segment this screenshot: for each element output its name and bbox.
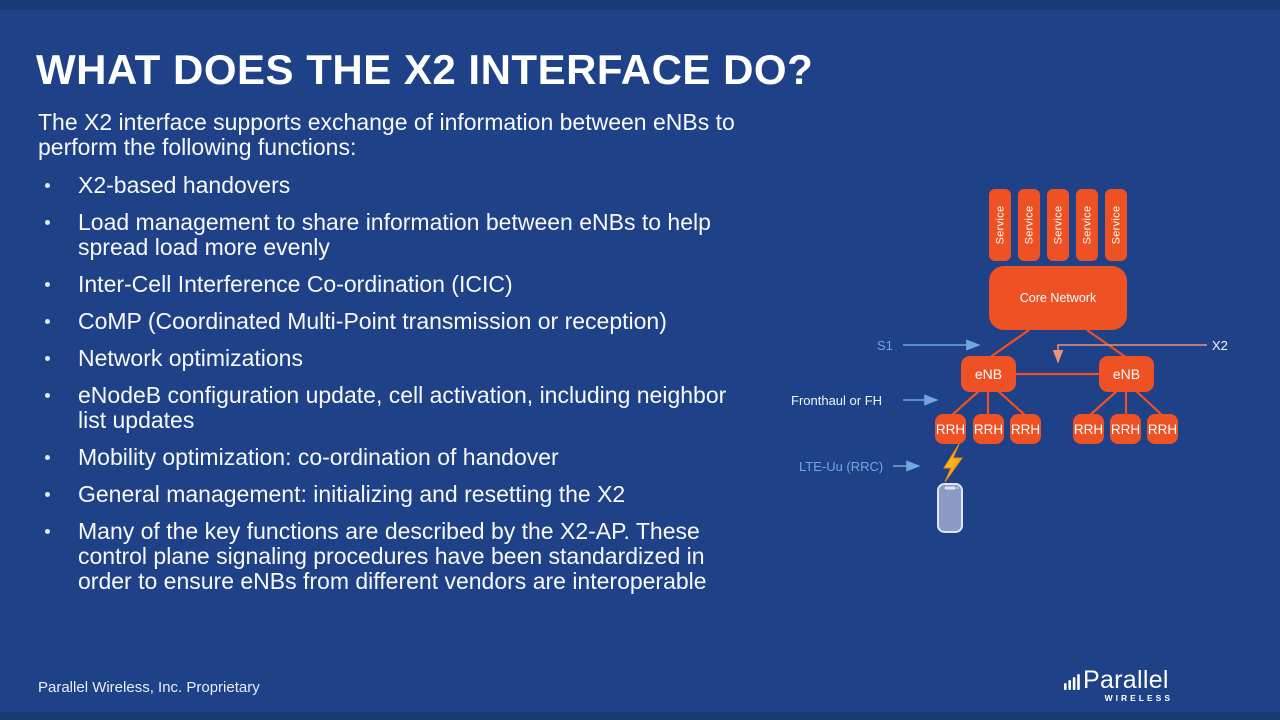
bullet-text: Load management to share information bet… (78, 209, 711, 260)
service-box: Service (1105, 189, 1127, 261)
service-box: Service (1018, 189, 1040, 261)
rrh-box: RRH (935, 414, 966, 444)
intro-text: The X2 interface supports exchange of in… (38, 109, 735, 160)
bullet-text: Inter-Cell Interference Co-ordination (I… (78, 271, 513, 297)
proprietary-footer: Parallel Wireless, Inc. Proprietary (38, 679, 260, 696)
bullet-text: CoMP (Coordinated Multi-Point transmissi… (78, 308, 667, 334)
bullet-item: Many of the key functions are described … (38, 519, 750, 594)
bullet-text: X2-based handovers (78, 172, 291, 198)
bullet-item: CoMP (Coordinated Multi-Point transmissi… (38, 309, 750, 334)
service-label: Service (994, 205, 1006, 245)
bullet-dot (45, 282, 50, 287)
bullet-text: Mobility optimization: co-ordination of … (78, 444, 559, 470)
bullet-item: General management: initializing and res… (38, 482, 750, 507)
bullet-text: eNodeB configuration update, cell activa… (78, 382, 727, 433)
enb-to-rrh-line (950, 389, 981, 417)
logo-sub-brand-text: WIRELESS (1104, 693, 1173, 703)
bullet-dot (45, 492, 50, 497)
bullet-text: Network optimizations (78, 345, 303, 371)
enb-box-right: eNB (1099, 356, 1154, 392)
enb-box-left: eNB (961, 356, 1016, 392)
bullet-dot (45, 356, 50, 361)
bottom-edge-band (0, 712, 1280, 720)
core-network-box: Core Network (989, 266, 1127, 330)
logo-brand-text: Parallel (1083, 666, 1169, 694)
rrh-box: RRH (1147, 414, 1178, 444)
rrh-box: RRH (1073, 414, 1104, 444)
bullet-dot (45, 529, 50, 534)
x2-label: X2 (1212, 338, 1228, 353)
enb-to-rrh-line (1088, 389, 1119, 417)
service-label: Service (1110, 205, 1122, 245)
bullet-dot (45, 220, 50, 225)
signal-bars-icon (1064, 674, 1080, 690)
s1-label: S1 (877, 338, 893, 353)
lightning-icon (943, 443, 963, 483)
service-box: Service (1047, 189, 1069, 261)
bullet-item: Load management to share information bet… (38, 210, 750, 260)
top-edge-band (0, 0, 1280, 10)
parallel-wireless-logo: Parallel WIRELESS (1064, 667, 1174, 703)
body-text-column: The X2 interface supports exchange of in… (38, 110, 750, 606)
service-label: Service (1023, 205, 1035, 245)
bullet-item: Inter-Cell Interference Co-ordination (I… (38, 272, 750, 297)
bullet-item: eNodeB configuration update, cell activa… (38, 383, 750, 433)
bullet-dot (45, 393, 50, 398)
fronthaul-label: Fronthaul or FH (791, 393, 883, 408)
bullet-item: X2-based handovers (38, 173, 750, 198)
rrh-box: RRH (1010, 414, 1041, 444)
bullet-dot (45, 455, 50, 460)
lte-uu-label: LTE-Uu (RRC) (799, 459, 884, 474)
service-box: Service (989, 189, 1011, 261)
bullet-text: Many of the key functions are described … (78, 518, 707, 594)
slide-title: WHAT DOES THE X2 INTERFACE DO? (36, 46, 814, 93)
core-to-left-enb-line (988, 329, 1030, 359)
rrh-box: RRH (1110, 414, 1141, 444)
service-box: Service (1076, 189, 1098, 261)
bullet-dot (45, 183, 50, 188)
enb-to-rrh-line (996, 389, 1027, 417)
enb-to-rrh-line (1134, 389, 1164, 417)
service-label: Service (1081, 205, 1093, 245)
bullet-text: General management: initializing and res… (78, 481, 626, 507)
bullet-item: Network optimizations (38, 346, 750, 371)
service-label: Service (1052, 205, 1064, 245)
smartphone-icon (937, 483, 963, 533)
core-to-right-enb-line (1086, 329, 1128, 359)
bullet-item: Mobility optimization: co-ordination of … (38, 445, 750, 470)
bullet-dot (45, 319, 50, 324)
rrh-box: RRH (973, 414, 1004, 444)
